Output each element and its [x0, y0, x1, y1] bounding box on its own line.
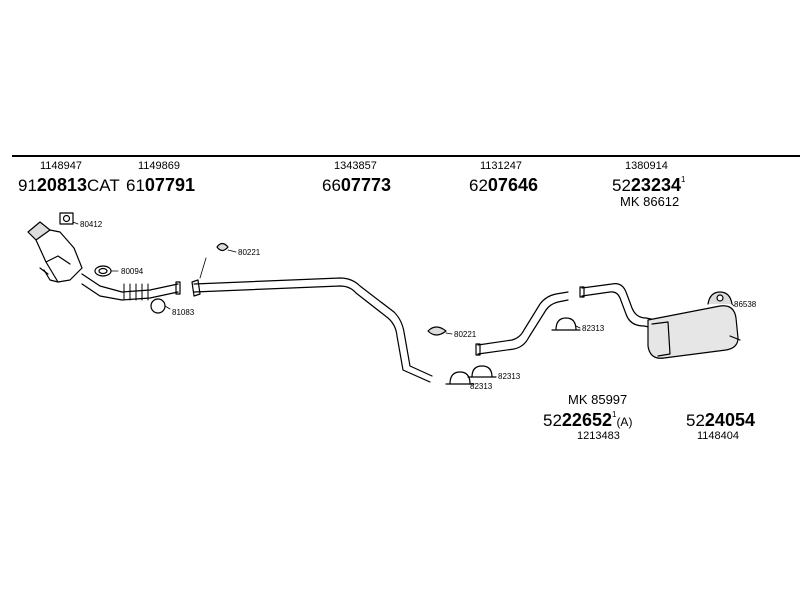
callout-80094: 80094: [121, 267, 144, 276]
callout-82313-c: 82313: [582, 324, 605, 333]
resonator-pipe: [475, 291, 569, 356]
rear-pipe: [579, 283, 657, 329]
part-2-number: 6107791: [126, 175, 195, 195]
rear-muffler: [647, 305, 741, 359]
callout-80221-middle: 80221: [454, 330, 477, 339]
ring-81083: [150, 298, 166, 314]
clamp-82313-a: [445, 371, 475, 385]
part-5-number: 52232341: [612, 175, 686, 195]
part-5-kit: MK 86612: [620, 194, 680, 209]
callout-80412: 80412: [80, 220, 103, 229]
hanger-80221-middle: [427, 326, 447, 336]
part-3-number: 6607773: [322, 175, 391, 195]
middle-pipe: [191, 277, 433, 383]
rear-left-number: 52226521(A): [543, 410, 633, 430]
gasket-80412: [59, 212, 74, 225]
part-4-ref: 1131247: [480, 160, 523, 172]
callout-81083: 81083: [172, 308, 195, 317]
part-5-ref: 1380914: [625, 160, 668, 172]
rear-right-number: 5224054: [686, 410, 755, 430]
clamp-82313-b: [467, 365, 497, 378]
header-divider-line: [12, 155, 800, 157]
hanger-80221-front: [216, 242, 229, 252]
rear-left-ref: 1213483: [577, 430, 620, 442]
front-flex-pipe: [81, 273, 181, 301]
part-1-ref: 1148947: [40, 160, 83, 172]
part-2-ref: 1149869: [138, 160, 181, 172]
callout-86538: 86538: [734, 300, 757, 309]
callout-82313-b: 82313: [498, 372, 521, 381]
gasket-80094: [94, 265, 112, 277]
rear-right-ref: 1148404: [697, 430, 740, 442]
hanger-86538: [707, 291, 733, 305]
part-1-number: 9120813CAT: [18, 175, 120, 195]
catalytic-converter: [27, 221, 83, 283]
callout-82313-a: 82313: [470, 382, 493, 391]
part-4-number: 6207646: [469, 175, 538, 195]
clamp-82313-c: [551, 317, 581, 331]
callout-80221-front: 80221: [238, 248, 261, 257]
rear-kit-number: MK 85997: [568, 392, 628, 407]
part-3-ref: 1343857: [334, 160, 377, 172]
